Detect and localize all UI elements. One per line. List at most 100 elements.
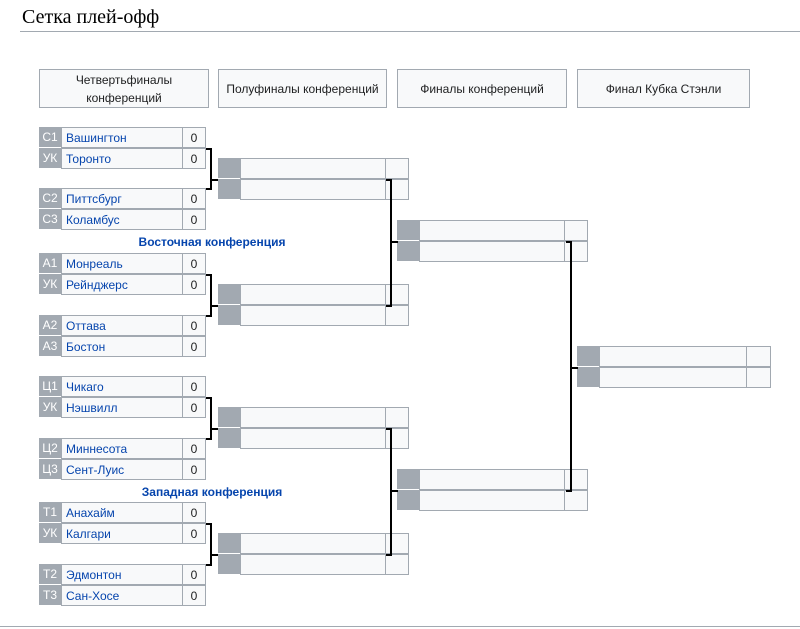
seed-label: А1 bbox=[39, 253, 61, 274]
team-score: 0 bbox=[183, 459, 206, 480]
team-score: 0 bbox=[183, 564, 206, 585]
team-score: 0 bbox=[183, 188, 206, 209]
empty-score-slot bbox=[386, 407, 409, 428]
empty-seed-slot bbox=[218, 533, 240, 554]
seed-label: С3 bbox=[39, 209, 61, 230]
round-header-quarterfinals: Четвертьфиналы конференций bbox=[39, 69, 209, 108]
team-name-link[interactable]: Питтсбург bbox=[61, 188, 183, 209]
team-name-link[interactable]: Бостон bbox=[61, 336, 183, 357]
empty-seed-slot bbox=[218, 179, 240, 200]
round-header-conference-finals: Финалы конференций bbox=[397, 69, 567, 108]
empty-score-slot bbox=[386, 554, 409, 575]
team-score: 0 bbox=[183, 397, 206, 418]
connector-line bbox=[206, 148, 212, 150]
seed-label: С1 bbox=[39, 127, 61, 148]
empty-seed-slot bbox=[397, 469, 419, 490]
seed-label: УК bbox=[39, 523, 61, 544]
connector-line bbox=[210, 523, 212, 566]
conference-label-west[interactable]: Западная конференция bbox=[141, 485, 283, 499]
team-name-link[interactable]: Торонто bbox=[61, 148, 183, 169]
empty-seed-slot bbox=[397, 490, 419, 511]
team-score: 0 bbox=[183, 253, 206, 274]
connector-line bbox=[386, 179, 392, 181]
connector-line bbox=[386, 305, 392, 307]
connector-line bbox=[206, 438, 212, 440]
empty-team-slot bbox=[240, 284, 386, 305]
connector-line bbox=[210, 397, 212, 440]
connector-line bbox=[210, 179, 218, 181]
empty-team-slot bbox=[240, 407, 386, 428]
empty-score-slot bbox=[747, 346, 771, 367]
round-header-cup-final: Финал Кубка Стэнли bbox=[577, 69, 750, 108]
empty-score-slot bbox=[565, 220, 588, 241]
team-name-link[interactable]: Оттава bbox=[61, 315, 183, 336]
seed-label: УК bbox=[39, 148, 61, 169]
connector-line bbox=[206, 523, 212, 525]
title-divider bbox=[20, 31, 800, 32]
connector-line bbox=[210, 428, 218, 430]
connector-line bbox=[390, 428, 392, 556]
team-name-link[interactable]: Нэшвилл bbox=[61, 397, 183, 418]
empty-team-slot bbox=[599, 367, 747, 388]
seed-label: Т2 bbox=[39, 564, 61, 585]
seed-label: С2 bbox=[39, 188, 61, 209]
team-name-link[interactable]: Вашингтон bbox=[61, 127, 183, 148]
connector-line bbox=[566, 490, 572, 492]
connector-line bbox=[206, 315, 212, 317]
team-name-link[interactable]: Чикаго bbox=[61, 376, 183, 397]
connector-line bbox=[210, 148, 212, 190]
team-score: 0 bbox=[183, 502, 206, 523]
empty-team-slot bbox=[240, 428, 386, 449]
team-name-link[interactable]: Коламбус bbox=[61, 209, 183, 230]
connector-line bbox=[206, 274, 212, 276]
connector-line bbox=[210, 305, 218, 307]
team-name-link[interactable]: Монреаль bbox=[61, 253, 183, 274]
team-score: 0 bbox=[183, 438, 206, 459]
team-name-link[interactable]: Анахайм bbox=[61, 502, 183, 523]
empty-seed-slot bbox=[218, 428, 240, 449]
connector-line bbox=[570, 367, 578, 369]
empty-team-slot bbox=[240, 158, 386, 179]
team-score: 0 bbox=[183, 127, 206, 148]
connector-line bbox=[386, 428, 392, 430]
team-name-link[interactable]: Миннесота bbox=[61, 438, 183, 459]
empty-score-slot bbox=[565, 490, 588, 511]
empty-seed-slot bbox=[218, 158, 240, 179]
team-score: 0 bbox=[183, 148, 206, 169]
seed-label: Т1 bbox=[39, 502, 61, 523]
seed-label: А2 bbox=[39, 315, 61, 336]
round-header-semifinals: Полуфиналы конференций bbox=[218, 69, 387, 108]
team-name-link[interactable]: Эдмонтон bbox=[61, 564, 183, 585]
team-score: 0 bbox=[183, 274, 206, 295]
empty-seed-slot bbox=[218, 407, 240, 428]
empty-team-slot bbox=[419, 490, 565, 511]
connector-line bbox=[210, 554, 218, 556]
connector-line bbox=[390, 179, 392, 307]
bottom-divider bbox=[0, 626, 800, 627]
empty-seed-slot bbox=[397, 220, 419, 241]
empty-team-slot bbox=[240, 179, 386, 200]
empty-team-slot bbox=[419, 220, 565, 241]
empty-seed-slot bbox=[577, 367, 599, 388]
seed-label: УК bbox=[39, 397, 61, 418]
seed-label: Ц1 bbox=[39, 376, 61, 397]
team-name-link[interactable]: Сан-Хосе bbox=[61, 585, 183, 606]
seed-label: Ц3 bbox=[39, 459, 61, 480]
connector-line bbox=[390, 490, 398, 492]
empty-score-slot bbox=[565, 241, 588, 262]
empty-team-slot bbox=[599, 346, 747, 367]
conference-label-east[interactable]: Восточная конференция bbox=[138, 235, 286, 249]
empty-team-slot bbox=[240, 305, 386, 326]
empty-team-slot bbox=[419, 241, 565, 262]
team-score: 0 bbox=[183, 315, 206, 336]
empty-seed-slot bbox=[577, 346, 599, 367]
team-name-link[interactable]: Рейнджерс bbox=[61, 274, 183, 295]
team-score: 0 bbox=[183, 336, 206, 357]
team-name-link[interactable]: Калгари bbox=[61, 523, 183, 544]
connector-line bbox=[206, 188, 212, 190]
team-name-link[interactable]: Сент-Луис bbox=[61, 459, 183, 480]
empty-seed-slot bbox=[397, 241, 419, 262]
page-title: Сетка плей-офф bbox=[22, 6, 160, 28]
seed-label: УК bbox=[39, 274, 61, 295]
empty-seed-slot bbox=[218, 554, 240, 575]
